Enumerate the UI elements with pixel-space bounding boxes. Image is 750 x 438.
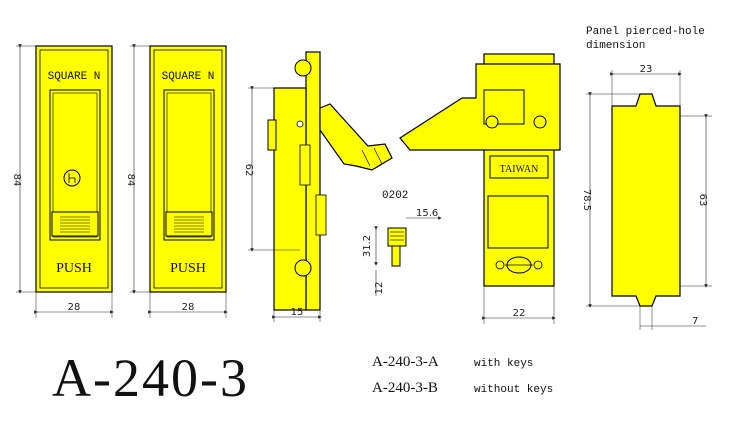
cutout-overall-height-dim: 78.5: [581, 189, 592, 211]
variant-a-code: A-240-3-A: [372, 354, 439, 370]
side-view: 62 15: [243, 51, 393, 322]
push-button-grip: [51, 211, 99, 237]
rear-view: TAIWAN 22: [399, 53, 561, 324]
key-width-dim: 15.6: [416, 208, 438, 219]
cutout-inner-height-dim: 63: [697, 194, 708, 207]
panel-note-line1: Panel pierced-hole: [586, 26, 705, 38]
variant-b-desc: without keys: [474, 384, 553, 396]
cutout-top-width-dim: 23: [640, 64, 653, 75]
key-head-dim: 31.2: [362, 235, 373, 257]
panel-note-line2: dimension: [586, 40, 645, 52]
push-button-grip: [165, 211, 213, 237]
side-height-dim: 62: [243, 164, 254, 177]
front-b-height-dim: 84: [125, 174, 136, 187]
side-depth-dim: 15: [291, 307, 304, 318]
front-view-with-key: SQUARE N PUSH 84 28: [11, 44, 114, 318]
variant-b-code: A-240-3-B: [372, 380, 438, 396]
cutout-tab-width-dim: 7: [692, 316, 698, 327]
front-view-without-key: SQUARE N PUSH 84 28: [125, 44, 228, 318]
key-detail: 0202 15.6 31.2 12: [362, 190, 442, 296]
rear-width-dim: 22: [513, 308, 526, 319]
front-push-label: PUSH: [56, 261, 92, 276]
front-height-dim: 84: [11, 174, 22, 187]
front-brand-label: SQUARE N: [48, 71, 101, 83]
model-number: A-240-3: [52, 348, 249, 408]
key-code: 0202: [382, 190, 408, 202]
rear-origin-label: TAIWAN: [500, 164, 539, 175]
front-b-width-dim: 28: [182, 302, 195, 313]
key-shank-dim: 12: [374, 282, 385, 295]
variant-a-desc: with keys: [474, 358, 533, 370]
panel-cutout: Panel pierced-hole dimension 23 78.5 63 …: [581, 26, 712, 330]
front-b-brand-label: SQUARE N: [162, 71, 215, 83]
front-b-push-label: PUSH: [170, 261, 206, 276]
front-width-dim: 28: [68, 302, 81, 313]
